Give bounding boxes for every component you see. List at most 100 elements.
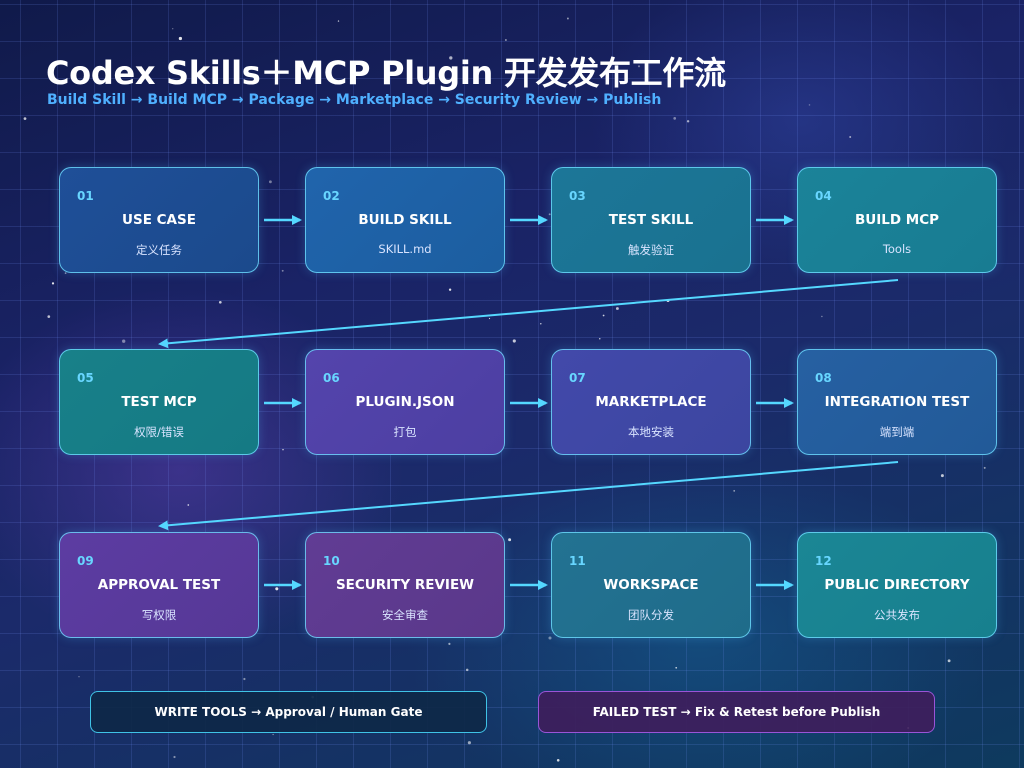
- step-card-workspace: 11 WORKSPACE 团队分发: [551, 532, 751, 638]
- star: [599, 338, 601, 340]
- step-title: INTEGRATION TEST: [824, 394, 970, 410]
- star: [849, 136, 852, 138]
- step-number: 05: [77, 371, 94, 385]
- star: [218, 300, 222, 304]
- star: [821, 315, 823, 318]
- connector-04-05: [158, 279, 899, 349]
- star: [540, 323, 542, 325]
- star: [465, 668, 469, 672]
- star: [467, 741, 471, 745]
- step-card-approval-test: 09 APPROVAL TEST 写权限: [59, 532, 259, 638]
- step-card-use-case: 01 USE CASE 定义任务: [59, 167, 259, 273]
- step-card-marketplace: 07 MARKETPLACE 本地安装: [551, 349, 751, 455]
- failed-test-note: FAILED TEST → Fix & Retest before Publis…: [538, 691, 935, 733]
- star: [64, 272, 67, 274]
- star: [940, 474, 944, 478]
- step-title: SECURITY REVIEW: [335, 577, 475, 593]
- star: [78, 676, 80, 678]
- star: [637, 65, 641, 68]
- step-description: 打包: [393, 425, 417, 439]
- step-number: 04: [815, 189, 832, 203]
- step-description: 安全审查: [382, 608, 428, 622]
- step-number: 09: [77, 554, 94, 568]
- step-card-public-directory: 12 PUBLIC DIRECTORY 公共发布: [797, 532, 997, 638]
- step-card-test-mcp: 05 TEST MCP 权限/错误: [59, 349, 259, 455]
- star: [548, 213, 551, 216]
- star: [51, 282, 55, 285]
- star: [675, 666, 678, 669]
- step-number: 12: [815, 554, 832, 568]
- star: [243, 677, 246, 681]
- star: [448, 642, 451, 646]
- star: [173, 755, 176, 759]
- step-description: Tools: [882, 242, 912, 256]
- star: [566, 17, 569, 20]
- star: [172, 28, 174, 30]
- star: [512, 339, 516, 343]
- step-description: 本地安装: [628, 425, 674, 439]
- step-description: 触发验证: [628, 243, 674, 257]
- step-description: 定义任务: [136, 243, 182, 257]
- step-card-test-skill: 03 TEST SKILL 触发验证: [551, 167, 751, 273]
- step-title: TEST SKILL: [608, 212, 694, 228]
- star: [449, 56, 453, 60]
- star: [268, 180, 272, 184]
- step-card-build-mcp: 04 BUILD MCP Tools: [797, 167, 997, 273]
- star: [275, 587, 279, 591]
- star: [602, 314, 605, 317]
- step-card-plugin-json: 06 PLUGIN.JSON 打包: [305, 349, 505, 455]
- step-description: 公共发布: [874, 608, 920, 622]
- write-tools-note-text: WRITE TOOLS → Approval / Human Gate: [154, 705, 423, 719]
- page-title: Codex Skills＋MCP Plugin 开发发布工作流: [46, 54, 726, 92]
- star: [282, 448, 284, 451]
- step-card-security-review: 10 SECURITY REVIEW 安全审查: [305, 532, 505, 638]
- connector-08-09: [158, 461, 899, 531]
- step-card-integration-test: 08 INTEGRATION TEST 端到端: [797, 349, 997, 455]
- step-card-build-skill: 02 BUILD SKILL SKILL.md: [305, 167, 505, 273]
- step-number: 01: [77, 189, 94, 203]
- step-title: BUILD MCP: [854, 212, 940, 228]
- star: [808, 104, 811, 106]
- step-number: 10: [323, 554, 340, 568]
- star: [23, 117, 27, 120]
- star: [178, 36, 183, 41]
- step-description: 团队分发: [628, 608, 674, 622]
- step-number: 08: [815, 371, 832, 385]
- star: [615, 307, 619, 310]
- star: [187, 504, 190, 506]
- failed-test-note-text: FAILED TEST → Fix & Retest before Publis…: [592, 705, 881, 719]
- star: [983, 466, 986, 469]
- step-description: 端到端: [879, 425, 915, 439]
- step-description: SKILL.md: [378, 242, 432, 256]
- step-number: 07: [569, 371, 586, 385]
- star: [673, 117, 677, 120]
- step-title: PLUGIN.JSON: [355, 394, 455, 410]
- star: [448, 288, 452, 291]
- star: [272, 733, 274, 736]
- star: [548, 636, 552, 640]
- step-title: WORKSPACE: [603, 577, 699, 593]
- step-title: MARKETPLACE: [595, 394, 707, 410]
- step-title: APPROVAL TEST: [97, 577, 221, 593]
- step-number: 06: [323, 371, 340, 385]
- step-title: USE CASE: [122, 212, 196, 228]
- star: [556, 759, 560, 762]
- star: [508, 538, 512, 542]
- star: [672, 57, 675, 60]
- star: [504, 39, 507, 41]
- step-number: 03: [569, 189, 586, 203]
- step-title: TEST MCP: [121, 394, 197, 410]
- star: [733, 490, 736, 492]
- star: [47, 315, 51, 318]
- star: [488, 317, 491, 320]
- star: [281, 269, 284, 272]
- step-number: 11: [569, 554, 586, 568]
- page-subtitle: Build Skill → Build MCP → Package → Mark…: [47, 92, 662, 108]
- write-tools-note: WRITE TOOLS → Approval / Human Gate: [90, 691, 487, 733]
- star: [947, 659, 951, 663]
- step-title: BUILD SKILL: [358, 212, 452, 228]
- star: [686, 120, 690, 123]
- step-description: 权限/错误: [134, 425, 184, 439]
- step-title: PUBLIC DIRECTORY: [824, 577, 970, 593]
